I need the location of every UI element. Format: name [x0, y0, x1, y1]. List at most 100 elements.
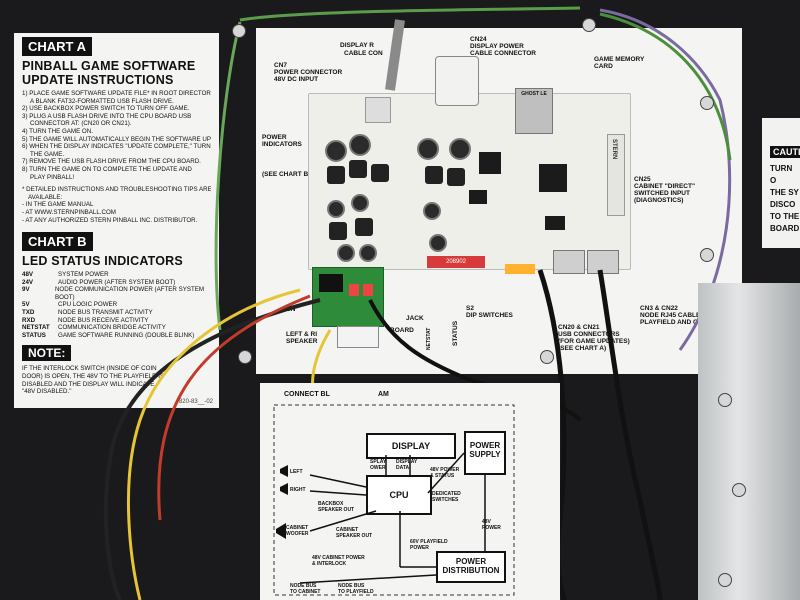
node-bus-cab-label2: TO CABINET: [290, 589, 321, 595]
diagram-title-suffix: AM: [378, 391, 389, 398]
display-data-label: DISPLAY: [396, 459, 418, 465]
diagram-line: [309, 490, 367, 496]
caution-label: CAUTI TURN O THE SY DISCO TO THE BOARD: [762, 118, 800, 248]
diagram-line: [309, 510, 377, 532]
speaker-icon: [280, 483, 288, 495]
capacitor: [351, 194, 369, 212]
s2-label: S2: [466, 305, 474, 312]
capacitor: [327, 200, 345, 218]
wire: [126, 288, 301, 600]
cn7-desc: POWER CONNECTOR: [274, 69, 343, 76]
note-heading: NOTE:: [22, 345, 72, 362]
power-supply-label: POWER: [469, 441, 501, 450]
node-bus-pf-label2: TO PLAYFIELD: [338, 589, 374, 595]
rj45-port-cn22: [587, 250, 619, 274]
note-text-line: "48V DISABLED.": [22, 388, 72, 396]
woofer-icon: [276, 523, 286, 539]
cn24-display-power-connector: [435, 56, 479, 106]
capacitor: [449, 138, 471, 160]
power-word-label: POWER: [482, 525, 501, 531]
game-memory-label2: CARD: [594, 63, 613, 70]
diagram-line: [427, 452, 465, 494]
ic-chip: [545, 216, 565, 230]
note-text-line: DISABLED AND THE DISPLAY WILL INDICATE: [22, 380, 155, 388]
step-line: PLAY PINBALL!: [30, 173, 75, 181]
capacitor: [325, 140, 347, 162]
inductor: [371, 164, 389, 182]
power-supply-box: POWER SUPPLY: [464, 431, 506, 475]
caution-heading: CAUTI: [770, 146, 800, 158]
power-dist-label2: DISTRIBUTION: [442, 566, 500, 575]
board-label: BOARD: [390, 327, 414, 334]
chart-a-title-line2: UPDATE INSTRUCTIONS: [22, 73, 174, 87]
diagram-line: [309, 474, 367, 488]
screw: [700, 96, 714, 110]
serial-label: 208902: [427, 256, 485, 268]
step-line: 8) TURN THE GAME ON TO COMPLETE THE UPDA…: [22, 165, 192, 173]
cn25-desc: CABINET "DIRECT": [634, 183, 696, 190]
usb-label: CN20 & CN21: [558, 324, 600, 331]
note-text: IF THE INTERLOCK SWITCH (INSIDE OF COIN …: [22, 365, 211, 395]
cab-speaker-label: CABINET: [336, 527, 359, 533]
cn25-desc2: SWITCHED INPUT: [634, 190, 690, 197]
left-label: LEFT: [290, 469, 303, 475]
display-box: DISPLAY: [366, 433, 456, 459]
relay: [363, 284, 373, 296]
caution-line: THE SY: [770, 188, 799, 197]
diagram-title: CONNECT BL: [284, 391, 330, 398]
v48-cab-label: 48V CABINET POWER: [312, 555, 365, 561]
capacitor: [337, 244, 355, 262]
inductor: [425, 166, 443, 184]
step-line: THE GAME.: [30, 150, 65, 158]
rj45-port-cn3: [553, 250, 585, 274]
cn25-desc3: (DIAGNOSTICS): [634, 197, 684, 204]
inductor: [327, 166, 345, 184]
inductor: [349, 160, 367, 178]
cn3-desc2: PLAYFIELD AND CAB: [640, 319, 708, 326]
step-line: CONNECTOR AT: (CN20 OR CN21).: [30, 120, 132, 128]
part-number: 820-83__-02: [178, 399, 213, 405]
diagram-lines: [273, 404, 515, 596]
step-line: A BLANK FAT32-FORMATTED USB FLASH DRIVE.: [30, 97, 174, 105]
note-text-line: DOOR) IS OPEN, THE 48V TO THE PLAYFIELD …: [22, 373, 165, 381]
power-ind-label2: INDICATORS: [262, 141, 302, 148]
capacitor: [359, 244, 377, 262]
step-line: 6) WHEN THE DISPLAY INDICATES "UPDATE CO…: [22, 143, 211, 151]
backbox-label: BACKBOX: [318, 501, 344, 507]
cn3-desc: NODE RJ45 CABLE: [640, 312, 701, 319]
screw: [732, 483, 746, 497]
dedicated-label2: SWITCHES: [432, 497, 459, 503]
usb-desc2: (FOR GAME UPDATES): [558, 338, 630, 345]
screw: [540, 350, 554, 364]
usb-desc: USB CONNECTORS: [558, 331, 620, 338]
screw: [238, 350, 252, 364]
dip-switch: [505, 264, 535, 274]
note-line: * DETAILED INSTRUCTIONS AND TROUBLESHOOT…: [22, 186, 211, 194]
game-memory-label: GAME MEMORY: [594, 56, 645, 63]
screw: [582, 18, 596, 32]
audio-board: [312, 267, 384, 348]
backbox-label2: SPEAKER OUT: [318, 507, 355, 513]
cable-con-label: CABLE CON: [344, 50, 383, 57]
note-text-line: IF THE INTERLOCK SWITCH (INSIDE OF COIN: [22, 365, 157, 373]
screw: [718, 393, 732, 407]
cabinet-label2: WOOFER: [286, 531, 309, 537]
jack-label: JACK: [406, 315, 424, 322]
power-distribution-box: POWER DISTRIBUTION: [436, 551, 506, 583]
step-line: 7) REMOVE THE USB FLASH DRIVE FROM THE C…: [22, 158, 201, 166]
chart-a-title-line1: PINBALL GAME SOFTWARE: [22, 59, 196, 73]
metal-bracket: [698, 283, 800, 600]
cab-speaker-label2: SPEAKER OUT: [336, 533, 373, 539]
speaker-icon: [280, 465, 288, 477]
capacitor: [417, 138, 439, 160]
chart-a-notes: * DETAILED INSTRUCTIONS AND TROUBLESHOOT…: [22, 186, 211, 224]
dedicated-label: DEDICATED: [432, 491, 461, 497]
v48-power-label: 48V POWER: [430, 467, 460, 473]
node-bus-cab-label: NODE BUS: [290, 583, 317, 589]
cn7-power-connector: [365, 97, 391, 123]
